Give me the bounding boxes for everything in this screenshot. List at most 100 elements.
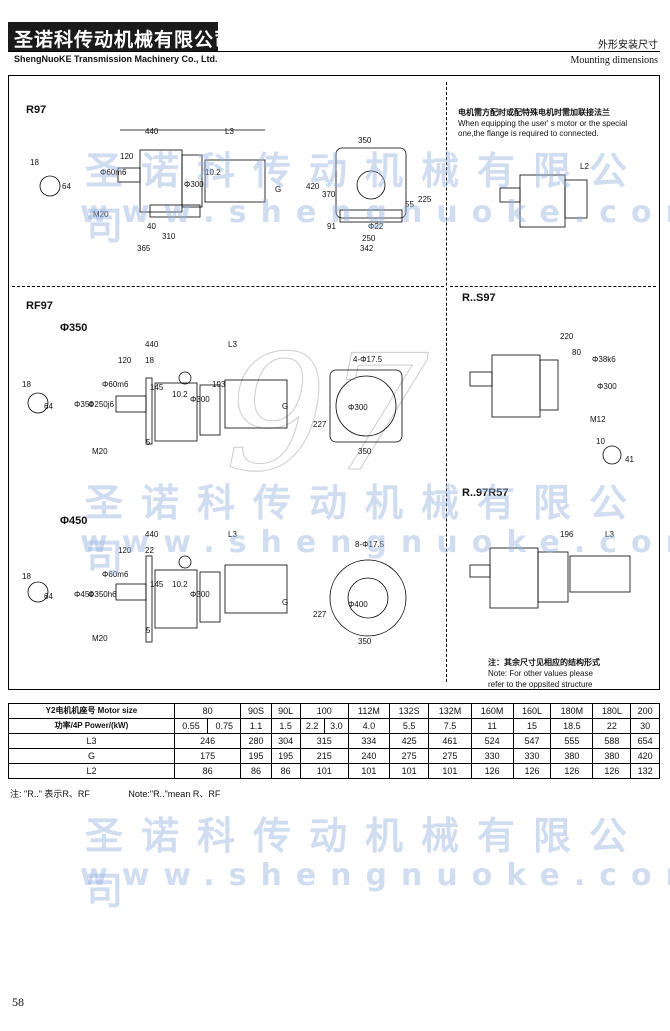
dim-rf97b-3: 22 [145,546,154,555]
dim-rf97b-8: 10.2 [172,580,188,589]
value-cell: 547 [512,733,552,749]
watermark-en-3: www.shengnuoke.com [80,858,670,893]
dim-r97-10: 40 [147,222,156,231]
dim-rf97a-9: Φ300 [190,395,210,404]
dim-r97-1: L3 [225,127,234,136]
rs97-view [469,354,622,465]
value-cell: 275 [428,748,472,764]
dim-rf97a-15: 5 [146,438,151,447]
value-cell: 420 [630,748,660,764]
dim-r97-12: 365 [137,244,151,253]
dim-r97r57-1: L3 [605,530,614,539]
value-cell: 126 [512,763,552,779]
dim-rf97a-13: 64 [44,402,53,411]
dim-r97-2: 120 [120,152,134,161]
dim-r97-19: Φ22 [368,222,384,231]
dim-rs97-0: L2 [580,162,589,171]
dim-rs97-4: Φ300 [597,382,617,391]
motor-size-cell: 180M [550,703,594,719]
dim-r97-14: 420 [306,182,320,191]
power-cell: 0.75 [207,718,242,734]
divider-vertical [446,82,447,682]
dim-r97-13: 350 [358,136,372,145]
dim-rs97-3: Φ38k6 [592,355,616,364]
r97-side-view [39,129,266,218]
dim-rf97b-10: G [282,598,289,607]
value-cell: 126 [470,763,514,779]
power-cell: 22 [592,718,632,734]
label-r97: R97 [26,104,47,116]
dim-r97-5: 10.2 [205,168,221,177]
footnote-en: Note:"R.."mean R、RF [128,789,221,799]
power-cell: 4.0 [347,718,390,734]
motor-size-header: Y2电机机座号 Motor size [8,703,175,719]
power-cell: 2.2 [299,718,325,734]
dim-rf97b-15: 8-Φ17.5 [355,540,385,549]
dim-rs97-2: 80 [572,348,581,357]
power-cell: 5.5 [388,718,430,734]
power-cell: 3.0 [323,718,349,734]
company-name-cn: 圣诺科传动机械有限公司 [14,29,235,51]
r97-front-view [335,147,407,223]
motor-size-cell: 80 [173,703,242,719]
dim-rf97b-6: Φ60m6 [102,570,129,579]
dim-r97-3: Φ60m6 [100,168,127,177]
dim-rf97a-10: 193 [212,380,226,389]
power-cell: 1.5 [270,718,301,734]
power-cell: 0.55 [173,718,209,734]
r97r57-view [469,547,631,609]
value-cell: 132 [630,763,660,779]
section-title-cn: 外形安装尺寸 [598,40,658,51]
dim-rf97b-1: L3 [228,530,237,539]
motor-size-cell: 160L [512,703,552,719]
value-cell: 330 [512,748,552,764]
dim-r97-20: 250 [362,234,376,243]
dim-rf97b-0: 440 [145,530,159,539]
dim-rf97a-18: 227 [313,420,327,429]
dim-r97-17: 55 [405,200,414,209]
flange-note-en2: one,the flange is required to connected. [458,129,599,138]
dim-rf97a-8: 10.2 [172,390,188,399]
motor-size-cell: 90S [240,703,272,719]
flange-note-en1: When equipping the user' s motor or the … [458,119,628,128]
dim-rf97a-11: G [282,402,289,411]
label-phi350: Φ350 [60,322,88,334]
dim-rf97a-4: Φ350 [74,400,94,409]
label-rf97: RF97 [26,300,53,312]
dim-r97-7: 18 [30,158,39,167]
dim-rf97b-12: 64 [44,592,53,601]
flange-note-cn: 电机需方配时或配特殊电机时需加联接法兰 [458,108,610,117]
rf97-450-side-view [27,555,407,643]
label-rs97: R..S97 [462,292,496,304]
dim-r97-0: 440 [145,127,159,136]
value-cell: 86 [240,763,272,779]
power-cell: 18.5 [550,718,594,734]
value-cell: 461 [428,733,472,749]
value-cell: 524 [470,733,514,749]
dim-rf97a-6: Φ60m6 [102,380,129,389]
dim-r97-16: 225 [418,195,432,204]
motor-size-cell: 112M [347,703,390,719]
value-cell: 101 [388,763,430,779]
dim-r97-18: 91 [327,222,336,231]
dim-r97-15: 370 [322,190,336,199]
dim-rf97a-7: 145 [150,383,164,392]
motor-size-cell: 132S [388,703,430,719]
motor-size-cell: 132M [428,703,472,719]
watermark-cn-2: 圣诺科传动机械有限公司 [85,481,646,580]
value-cell: 280 [240,733,272,749]
power-cell: 7.5 [428,718,472,734]
flange-adapter-view [499,174,588,228]
dim-rs97-6: 10 [596,437,605,446]
value-cell: 101 [428,763,472,779]
dim-r97-11: 310 [162,232,176,241]
rf97-350-side-view [27,369,403,445]
dim-rf97a-14: M20 [92,447,108,456]
power-cell: 15 [512,718,552,734]
footnote: 注: "R.." 表示R、RF Note:"R.."mean R、RF [10,787,220,800]
dim-rs97-5: M12 [590,415,606,424]
value-cell: 101 [299,763,349,779]
dim-rs97-1: 220 [560,332,574,341]
power-cell: 30 [630,718,660,734]
